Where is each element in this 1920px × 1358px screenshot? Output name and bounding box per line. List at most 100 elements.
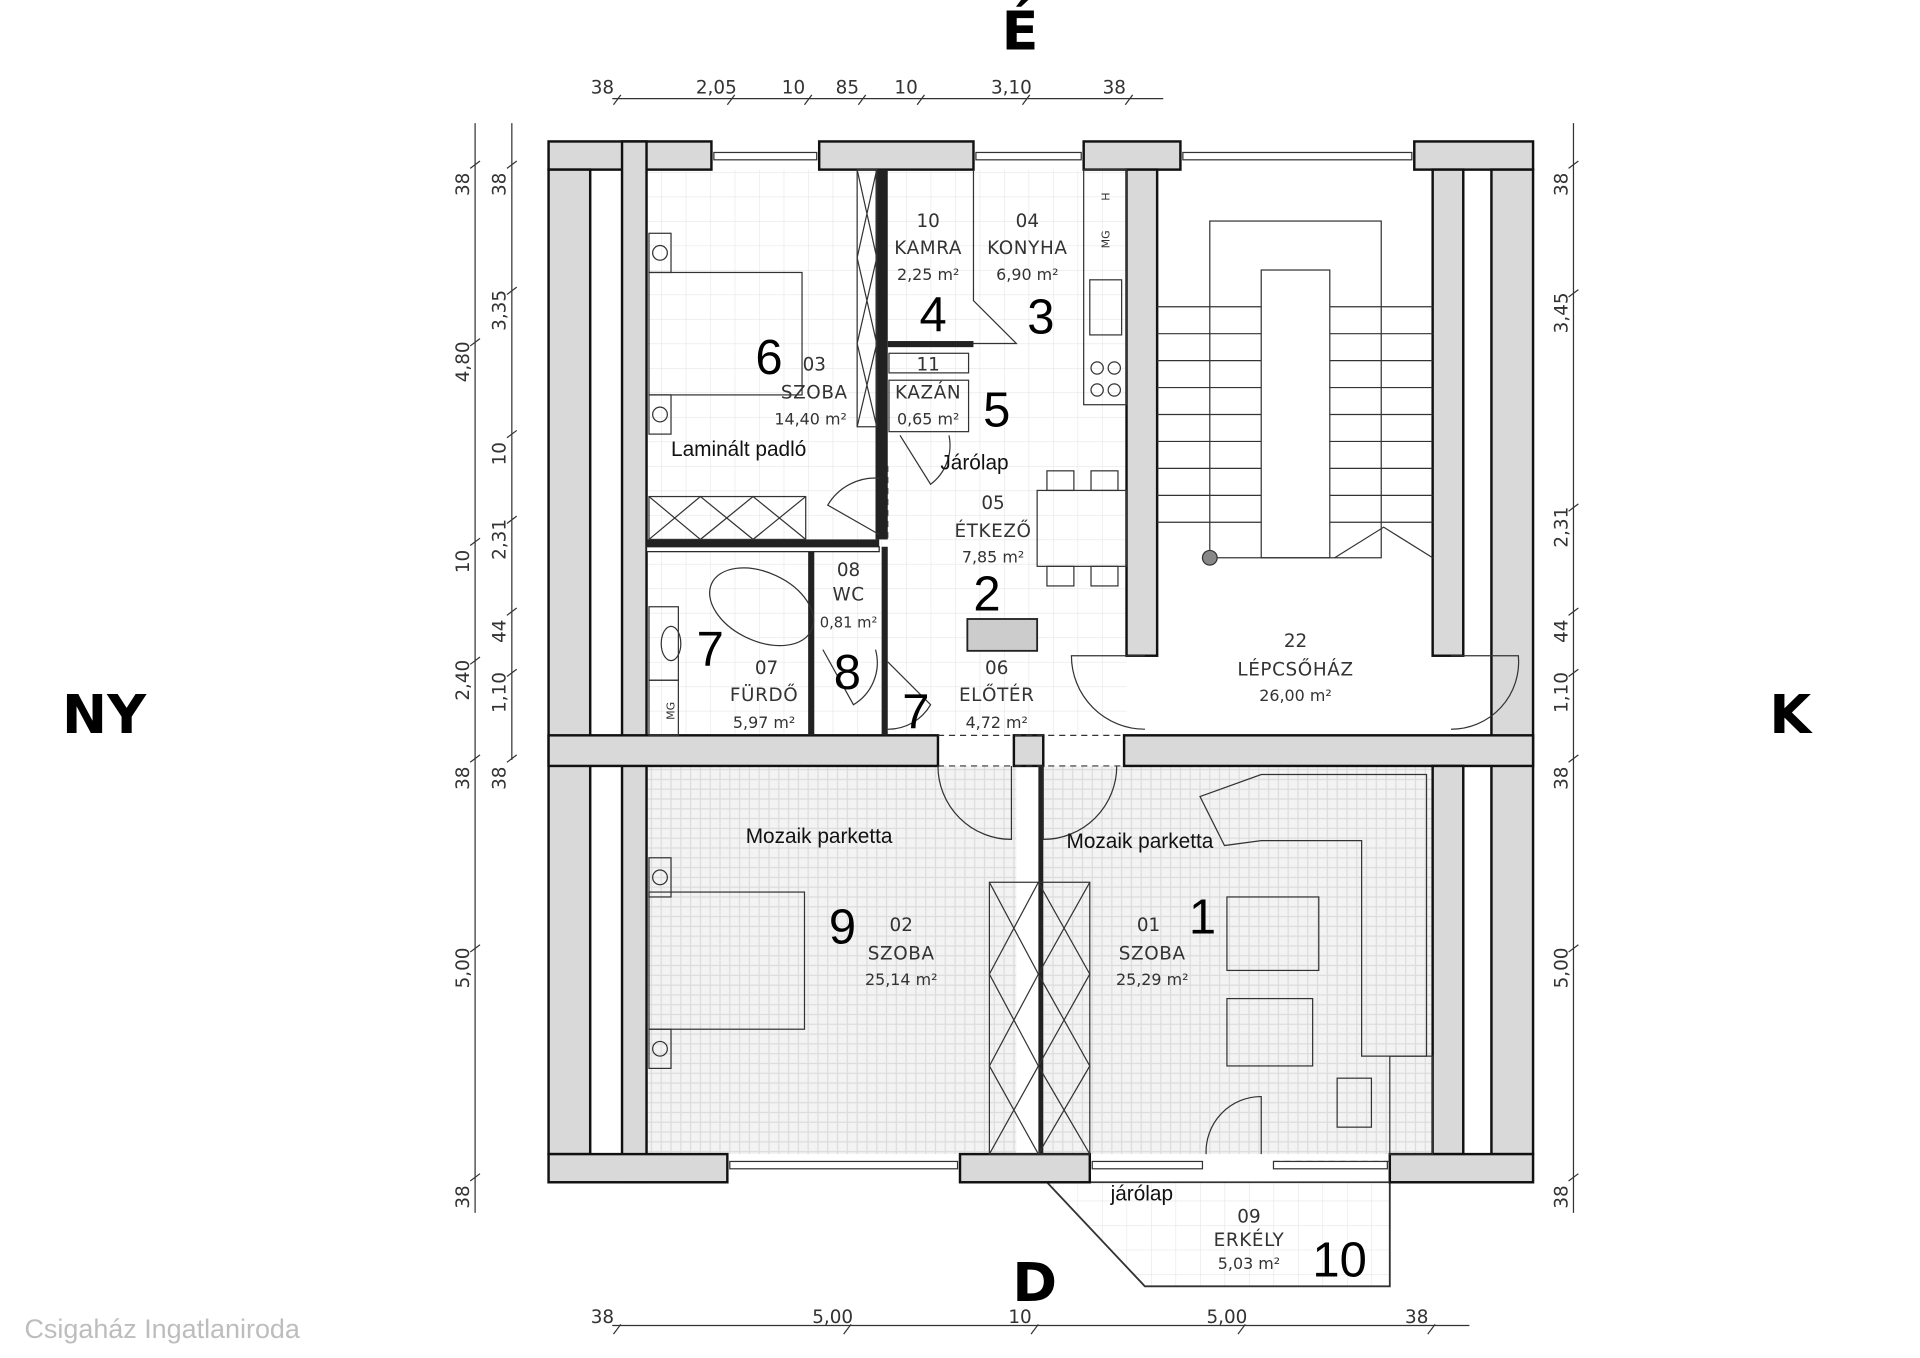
dimension-tick: [469, 754, 481, 763]
floor-label-parquet-right: Mozaik parketta: [1067, 830, 1214, 853]
room-id: 11: [916, 354, 939, 375]
room-id: 03: [803, 354, 826, 375]
floor-label-balcony-tile: járólap: [1110, 1183, 1173, 1206]
dimension-tick: [1568, 944, 1579, 953]
walls: [547, 140, 1535, 1184]
dimension-tick: [469, 944, 481, 953]
dimension-label-left-outer: 10: [453, 550, 474, 573]
dimension-tick: [612, 1323, 622, 1335]
room-area: 14,40 m²: [774, 409, 846, 428]
dimension-label-top: 85: [836, 78, 859, 99]
room-name: SZOBA: [1119, 943, 1186, 964]
room-id: 07: [755, 658, 778, 679]
dimension-tick: [506, 607, 518, 616]
dimension-label-top: 38: [591, 78, 614, 99]
dimension-tick: [469, 338, 481, 347]
room-area: 26,00 m²: [1259, 686, 1331, 705]
dimension-label-top: 38: [1103, 78, 1126, 99]
compass-south: D: [1012, 1251, 1057, 1314]
room-id: 10: [916, 211, 939, 232]
dimension-label-top: 10: [782, 78, 805, 99]
room-id: 05: [981, 493, 1004, 514]
room-area: 0,81 m²: [820, 615, 878, 632]
room-name: FÜRDŐ: [730, 684, 798, 706]
dimension-label-left-outer: 5,00: [453, 948, 474, 989]
dimension-label-left-inner: 3,35: [490, 290, 511, 331]
dimension-label-right: 3,45: [1551, 292, 1572, 333]
dimension-tick: [1568, 1173, 1579, 1182]
room-name: ELŐTÉR: [959, 684, 1035, 706]
dimension-label-left-inner: 44: [490, 620, 511, 643]
room-etkezo: 05 ÉTKEZŐ 7,85 m² 2: [954, 493, 1031, 622]
room-szoba-02: 9 02 SZOBA 25,14 m²: [829, 900, 938, 989]
dimension-tick: [1568, 160, 1579, 169]
room-area: 25,14 m²: [865, 970, 937, 989]
dimension-label-left-outer: 2,40: [453, 660, 474, 701]
room-name: SZOBA: [781, 383, 848, 404]
room-kamra: 10 KAMRA 2,25 m² 4: [894, 211, 962, 342]
room-marker: 5: [983, 384, 1010, 438]
compass-north: É: [1002, 0, 1039, 63]
dimension-tick: [506, 754, 518, 763]
dimension-label-left-inner: 10: [490, 442, 511, 465]
dimension-tick: [857, 94, 867, 106]
dimension-label-right: 38: [1551, 766, 1572, 789]
dimension-label-bottom: 5,00: [812, 1307, 853, 1328]
room-area: 25,29 m²: [1116, 970, 1188, 989]
furniture: [648, 168, 1434, 1155]
dimension-label-top: 2,05: [696, 78, 737, 99]
room-area: 2,25 m²: [897, 265, 959, 284]
room-szoba-03: 6 03 SZOBA 14,40 m²: [755, 331, 847, 428]
label-mg-kitchen: MG: [1099, 230, 1112, 248]
dimension-label-left-outer: 4,80: [453, 341, 474, 382]
room-id: 09: [1237, 1207, 1260, 1228]
room-area: 6,90 m²: [996, 265, 1058, 284]
room-marker: 2: [973, 567, 1000, 621]
room-konyha: 04 KONYHA 6,90 m² 3: [987, 211, 1067, 345]
dimension-label-left-outer: 38: [453, 1185, 474, 1208]
room-szoba-01: 01 1 SZOBA 25,29 m²: [1116, 891, 1216, 989]
floor-label-parquet-left: Mozaik parketta: [746, 825, 893, 848]
dimension-label-right: 44: [1551, 620, 1572, 643]
room-marker: 9: [829, 900, 856, 954]
dimension-tick: [804, 94, 813, 106]
room-name: KAMRA: [894, 238, 962, 259]
room-marker: 8: [834, 646, 861, 700]
dimension-tick: [469, 160, 481, 169]
dimension-tick: [1568, 503, 1579, 512]
dimension-label-bottom: 38: [591, 1307, 614, 1328]
room-lepcsohaz: 22 LÉPCSŐHÁZ 26,00 m²: [1237, 631, 1353, 705]
room-name: KAZÁN: [895, 382, 961, 404]
dimension-label-left-inner: 1,10: [490, 672, 511, 713]
dimension-tick: [506, 515, 518, 524]
watermark-text: Csigaház Ingatlaniroda: [24, 1314, 299, 1344]
room-marker: 1: [1189, 891, 1216, 945]
dimension-label-left-inner: 38: [490, 766, 511, 789]
dimension-tick: [1237, 1323, 1246, 1335]
room-kazan: 11 KAZÁN 0,65 m² 5: [895, 354, 1010, 437]
dimension-tick: [1124, 94, 1134, 106]
dimension-label-right: 38: [1551, 1185, 1572, 1208]
room-marker: 10: [1312, 1234, 1366, 1288]
room-name: SZOBA: [868, 943, 935, 964]
room-marker: 6: [755, 331, 782, 385]
room-marker: 7: [902, 685, 929, 739]
dimension-tick: [506, 160, 518, 169]
staircase: [1157, 220, 1433, 566]
room-marker: 7: [697, 623, 724, 677]
room-eloter: 7 06 ELŐTÉR 4,72 m²: [902, 658, 1034, 739]
room-id: 22: [1284, 631, 1307, 652]
balcony: [1044, 1181, 1391, 1288]
room-id: 04: [1016, 211, 1039, 232]
dimension-label-left-inner: 38: [490, 173, 511, 196]
room-area: 5,03 m²: [1218, 1254, 1280, 1273]
room-area: 7,85 m²: [962, 548, 1024, 567]
dimension-label-left-outer: 38: [453, 766, 474, 789]
dimension-tick: [1030, 1323, 1039, 1335]
room-name: LÉPCSŐHÁZ: [1237, 658, 1353, 680]
dimension-tick: [1021, 94, 1031, 106]
dimension-label-right: 5,00: [1551, 948, 1572, 989]
dimension-tick: [506, 429, 518, 439]
